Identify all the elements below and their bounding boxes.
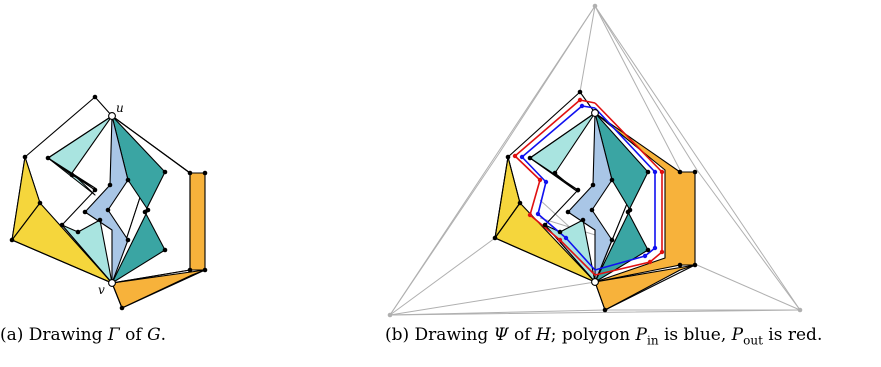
- teal-face-b: [594, 112, 649, 283]
- vertex-u: [108, 112, 116, 120]
- p-in-vertices: [519, 103, 658, 259]
- caption-panel-b: (b) Drawing Ψ of H; polygon Pin is blue,…: [385, 325, 823, 348]
- cyan-face-top: [47, 115, 113, 196]
- vertex-v: [108, 279, 116, 287]
- outer-triangle: [389, 5, 801, 316]
- vertex-v-b: [591, 278, 599, 286]
- panel-b-faces: [494, 91, 696, 311]
- edge: [111, 282, 123, 309]
- vertices-a: [9, 94, 208, 311]
- panel-b-drawing: [387, 3, 803, 318]
- vertex-u-label: u: [116, 101, 124, 115]
- edge: [121, 269, 206, 309]
- outer-triangle-vertices: [387, 3, 803, 318]
- caption-panel-a: (a) Drawing Γ of G.: [0, 325, 167, 345]
- vertices-b: [492, 89, 698, 313]
- vertex-v-label: v: [98, 283, 105, 297]
- edge-chain-2: [111, 115, 191, 284]
- vertex-u-b: [591, 109, 599, 117]
- p-out-vertices: [512, 97, 665, 265]
- teal-face: [111, 115, 166, 284]
- panel-a-drawing: [9, 94, 208, 311]
- edge: [11, 239, 113, 284]
